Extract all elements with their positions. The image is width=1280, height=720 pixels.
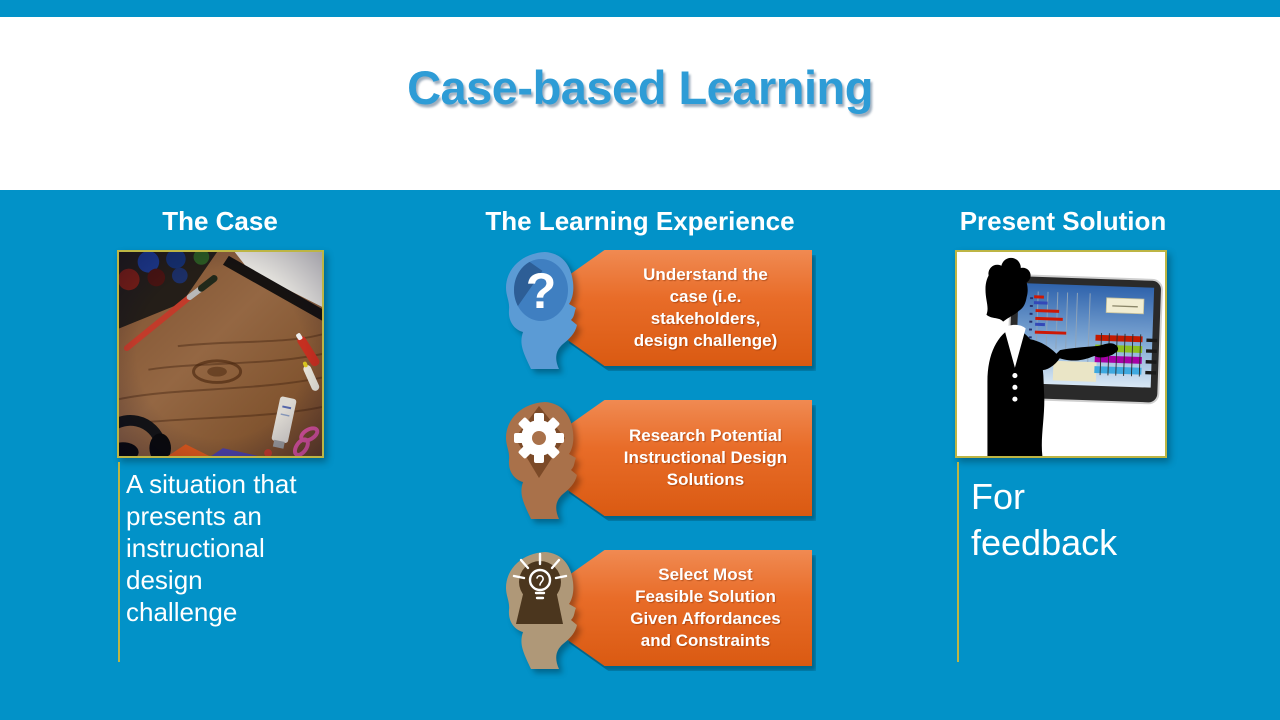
svg-text:?: ? [526,263,557,319]
present-accent-line [957,462,959,662]
lightbulb-head-icon [506,552,577,669]
step-2-banner: Research Potential Instructional Design … [565,400,812,516]
gear-head-icon [506,402,577,519]
learning-step-2: Research Potential Instructional Design … [486,398,816,521]
question-mark-head-icon: ? [506,252,577,369]
step-3-banner: Select Most Feasible Solution Given Affo… [565,550,812,666]
learning-column-header: The Learning Experience [485,206,795,236]
present-column-header: Present Solution [959,206,1167,236]
step-2-label: Research Potential Instructional Design … [623,426,788,489]
case-caption: A situation that presents an instruction… [126,469,297,627]
step-1-banner: Understand the case (i.e. stakeholders, … [565,250,812,366]
present-caption: For feedback [971,476,1118,563]
desk-art-supplies-image [119,252,322,456]
case-column-header: The Case [162,206,278,236]
step-3-label: Select Most Feasible Solution Given Affo… [630,565,781,650]
case-photo [117,250,324,458]
step-1-label: Understand the case (i.e. stakeholders, … [633,265,778,350]
presenter-photo [955,250,1167,458]
presenter-at-screen-image [958,252,1164,456]
title-band [0,17,1280,190]
slide-title: Case-based Learning [407,61,873,114]
learning-step-1: Understand the case (i.e. stakeholders, … [486,248,816,371]
case-accent-line [118,462,120,662]
learning-step-3: Select Most Feasible Solution Given Affo… [486,548,816,671]
